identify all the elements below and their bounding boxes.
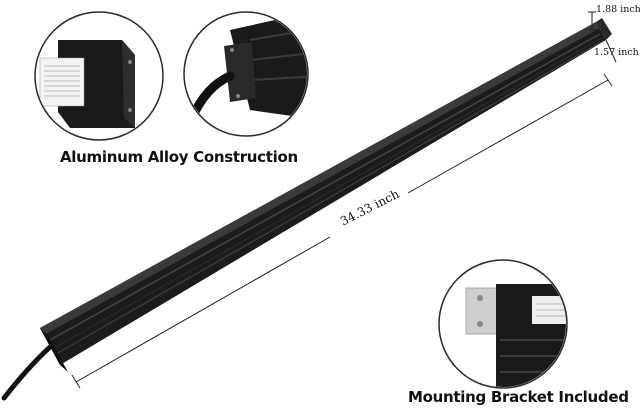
length-dimension-line — [71, 73, 613, 389]
construction-caption: Aluminum Alloy Construction — [60, 148, 298, 166]
height-dimension-label: 1.88 inch — [596, 4, 640, 15]
mounting-caption: Mounting Bracket Included — [408, 388, 629, 406]
cord-exit-detail-circle — [183, 11, 309, 137]
power-cord — [1, 337, 61, 401]
power-strip-body — [40, 18, 612, 372]
width-dimension-label: 1.57 inch — [594, 47, 639, 58]
end-dimension-marks — [588, 11, 617, 63]
mounting-bracket-detail-circle — [438, 259, 568, 389]
end-cap-detail-circle — [34, 11, 164, 141]
